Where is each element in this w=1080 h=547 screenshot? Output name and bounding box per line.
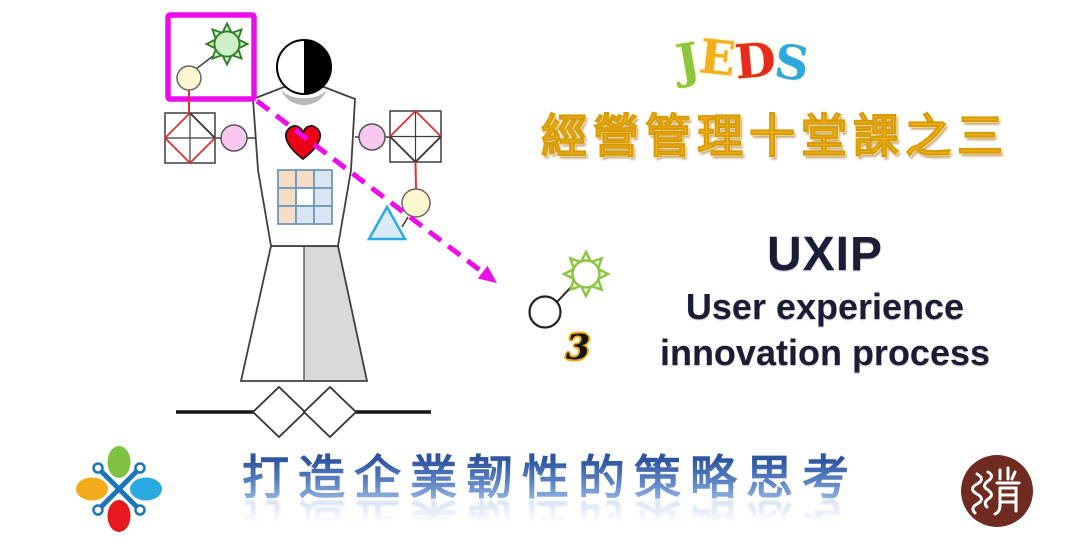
feet-diamonds — [176, 385, 431, 439]
right-arm — [355, 109, 443, 241]
bottom-slogan: 打造企業韌性的策略思考 — [225, 452, 875, 506]
half-moon-head-icon — [276, 39, 332, 95]
triangle-icon — [366, 204, 408, 241]
uxip-acronym: UXIP — [766, 228, 884, 281]
pinwheel-logo-icon — [76, 446, 162, 532]
collar-crescent — [281, 90, 327, 105]
node-circle-icon — [401, 188, 431, 218]
jeds-logo: JEDS — [648, 29, 838, 93]
uxip-line2: innovation process — [659, 332, 991, 373]
step-number: 3 — [565, 327, 591, 368]
node-circle-icon — [358, 123, 386, 151]
sun-gear-icon — [562, 250, 610, 298]
node-circle-icon — [220, 124, 248, 152]
course-title: 經營管理十堂課之三 — [541, 109, 1009, 164]
jeds-letter-e: E — [696, 29, 738, 88]
grid-icon — [277, 169, 333, 225]
node-circle-icon — [528, 295, 562, 329]
skirt — [239, 245, 369, 382]
diamond-square-icon — [163, 111, 217, 165]
bottom-slogan-reflection: 打造企業韌性的策略思考 — [225, 492, 875, 547]
highlight-box-group — [165, 12, 257, 113]
uxip-line1: User experience — [685, 286, 965, 327]
bottom-slogan-block: 打造企業韌性的策略思考 打造企業韌性的策略思考 — [225, 452, 875, 547]
left-arm — [163, 111, 256, 165]
highlight-box-icon — [165, 12, 257, 102]
sun-gear-icon — [205, 22, 249, 66]
uxip-heading-block: UXIP User experience innovation process — [625, 226, 1025, 376]
jeds-letter-s: S — [771, 33, 813, 94]
seal-stamp-icon — [961, 455, 1033, 527]
diamond-square-icon — [388, 109, 443, 164]
uxip-detail-diagram — [528, 250, 610, 329]
node-circle-icon — [176, 65, 202, 91]
jeds-letter-d: D — [732, 32, 778, 91]
